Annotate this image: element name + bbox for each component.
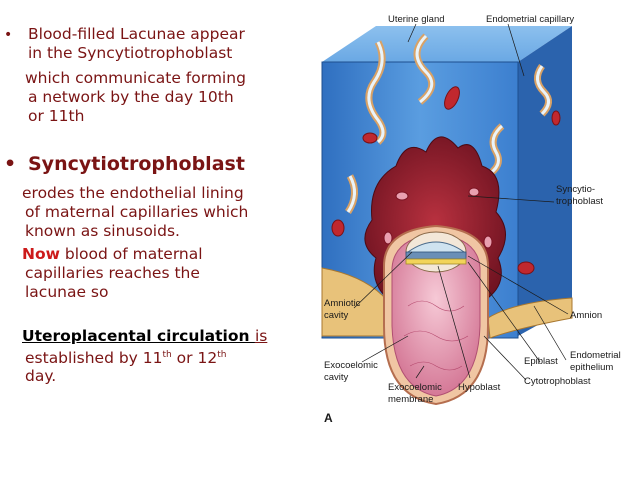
utero-is: is (254, 327, 268, 345)
label-endometrial-epithelium-2: epithelium (570, 362, 613, 373)
now-rest: blood of maternal (59, 245, 203, 263)
est-mid: or 12 (171, 349, 218, 367)
now-word: Now (22, 245, 60, 263)
label-exocoelomic-membrane-1: Exocoelomic (388, 382, 442, 393)
lacunae (383, 187, 493, 249)
b1-line3: which communicate forming (25, 69, 246, 87)
leader-lines (353, 23, 569, 381)
est-sup-2: th (217, 350, 227, 360)
label-exocoelomic-cavity-2: cavity (324, 372, 349, 383)
day-line: day. (25, 367, 57, 385)
label-amniotic-1: Amniotic (324, 298, 361, 309)
label-epiblast: Epiblast (524, 356, 558, 367)
b2-line2: of maternal capillaries which (25, 203, 249, 221)
label-exocoelomic-membrane-2: membrane (388, 394, 433, 405)
panel-letter: A (324, 411, 333, 425)
label-amnion: Amnion (570, 310, 602, 321)
est-sup-1: th (162, 350, 172, 360)
label-exocoelomic-cavity-1: Exocoelomic (324, 360, 378, 371)
label-endometrial-epithelium-1: Endometrial (570, 350, 621, 361)
b1-line1: Blood-filled Lacunae appear (28, 25, 245, 43)
now-line3: lacunae so (25, 283, 109, 301)
implantation-diagram: Uterine gland Endometrial capillary Sync… (321, 14, 621, 425)
established-line: established by 11th or 12th (25, 346, 226, 368)
uterine-glands (345, 33, 552, 214)
bilaminar-disc (405, 231, 467, 273)
label-cytotrophoblast: Cytotrophoblast (524, 376, 591, 387)
b2-line3: known as sinusoids. (25, 222, 180, 240)
utero-term: Uteroplacental circulation (22, 327, 255, 345)
now-line1: Now blood of maternal (22, 245, 203, 264)
utero-line: Uteroplacental circulation is (22, 327, 267, 346)
label-uterine-gland: Uterine gland (388, 14, 445, 25)
b1-line4: a network by the day 10th (28, 88, 234, 106)
bullet-dot-1: • (4, 27, 13, 43)
est-prefix: established by 11 (25, 349, 163, 367)
label-endometrial-capillary: Endometrial capillary (486, 14, 574, 25)
exocoelom-texture (403, 300, 469, 371)
b1-line5: or 11th (28, 107, 85, 125)
now-line2: capillaries reaches the (25, 264, 200, 282)
label-syncytio-1: Syncytio- (556, 184, 595, 195)
label-syncytio-2: trophoblast (556, 196, 603, 207)
label-amniotic-2: cavity (324, 310, 349, 321)
b2-title: Syncytiotrophoblast (28, 153, 245, 175)
b2-line1: erodes the endothelial lining (22, 184, 244, 202)
b1-line2: in the Syncytiotrophoblast (28, 44, 233, 62)
label-hypoblast: Hypoblast (458, 382, 501, 393)
bullet-dot-2: • (4, 153, 17, 175)
